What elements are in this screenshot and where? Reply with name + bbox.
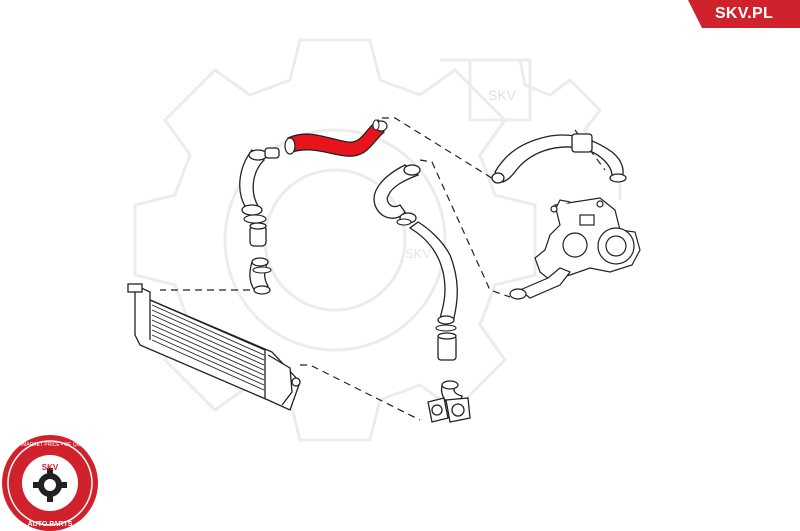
site-brand-tab[interactable]: SKV.PL: [688, 0, 800, 28]
watermark-text-2: SKV: [405, 246, 431, 261]
turbo-inlet-pipe[interactable]: [491, 133, 627, 184]
clamps: [243, 214, 457, 332]
seal-ring-top: AFTERMARKET PRICE • OE QUALITY: [6, 442, 95, 448]
seal-ring-bottom: AUTO PARTS: [28, 521, 73, 528]
brand-tab-shape: [688, 0, 800, 28]
flange-gasket[interactable]: [427, 397, 471, 423]
watermark-gear: [133, 38, 622, 442]
turbocharger[interactable]: [509, 197, 641, 300]
site-label: SKV.PL: [714, 5, 774, 22]
watermark-text: SKV: [488, 87, 517, 103]
intercooler[interactable]: [127, 283, 301, 411]
seal-center-text: SKV: [42, 463, 59, 472]
skv-seal: SKV AFTERMARKET PRICE • OE QUALITY AUTO …: [2, 435, 98, 531]
charge-air-hose[interactable]: [284, 119, 388, 157]
lower-hose[interactable]: [373, 164, 463, 409]
